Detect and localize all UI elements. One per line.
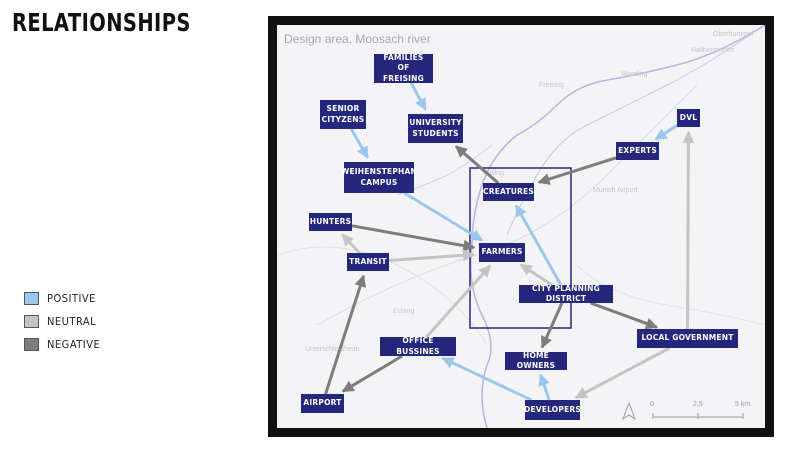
legend-swatch-negative — [24, 338, 39, 351]
node-dvl: DVL — [677, 109, 700, 127]
page-title: RELATIONSHIPS — [12, 8, 191, 37]
node-creatures: CREATURES — [483, 183, 534, 201]
arrow-positive-dvl-to-experts — [654, 124, 678, 141]
node-university-students: UNIVERSITY STUDENTS — [408, 114, 463, 143]
arrow-neutral-city_planning-to-farmers — [519, 263, 553, 287]
legend-swatch-neutral — [24, 315, 39, 328]
arrow-negative-city_planning-to-home_owners — [540, 302, 564, 349]
arrow-neutral-office-to-farmers — [425, 264, 492, 338]
arrow-negative-airport-to-transit — [324, 274, 366, 395]
node-families-of-freising: FAMILIES OF FREISING — [374, 53, 433, 83]
place-label: Eching — [393, 308, 415, 315]
scale-label: 5 km — [735, 401, 751, 408]
map-road — [277, 246, 488, 346]
arrow-positive-developers-to-home_owners — [538, 373, 551, 401]
node-experts: EXPERTS — [616, 142, 659, 160]
place-label: Marzling — [621, 71, 648, 78]
legend-label: POSITIVE — [47, 292, 96, 305]
legend-item-positive: POSITIVE — [24, 287, 100, 310]
arrow-positive-families-to-students — [409, 82, 427, 111]
scale-label: 2,5 — [693, 401, 703, 408]
node-home-owners: HOME OWNERS — [505, 351, 567, 370]
node-weihenstephan-campus: WEIHENSTEPHAN CAMPUS — [341, 162, 417, 193]
map-road — [316, 84, 698, 326]
place-label: Munich Airport — [593, 187, 638, 194]
node-office-bussines: OFFICE BUSSINES — [380, 336, 456, 356]
arrow-positive-city_planning-to-creatures — [514, 204, 563, 286]
node-local-government: LOCAL GOVERNMENT — [637, 329, 738, 348]
arrow-positive-seniors-to-weihenstephan — [349, 128, 369, 159]
scale-label: 0 — [650, 401, 654, 408]
legend-swatch-positive — [24, 292, 39, 305]
scale-bar — [621, 401, 744, 421]
place-label: Unterschleißheim — [305, 346, 360, 353]
map-title: Design area, Moosach river — [284, 32, 431, 46]
legend-label: NEGATIVE — [47, 338, 101, 351]
north-arrow-icon — [621, 401, 637, 421]
arrow-negative-hunters-to-farmers — [351, 224, 476, 252]
arrow-neutral-local_government-to-developers — [574, 346, 671, 399]
place-label: Hallbergmoos — [691, 47, 735, 54]
arrow-positive-developers-to-office — [441, 356, 532, 402]
arrow-negative-office-to-airport — [341, 354, 403, 393]
legend-label: NEUTRAL — [47, 315, 97, 328]
node-airport: AIRPORT — [301, 394, 344, 413]
place-label: Freising — [539, 82, 564, 89]
legend-item-neutral: NEUTRAL — [24, 310, 100, 333]
node-developers: DEVELOPERS — [524, 400, 581, 420]
legend: POSITIVE NEUTRAL NEGATIVE — [24, 287, 100, 356]
arrow-neutral-transit-to-farmers — [388, 249, 476, 263]
place-label: Pulling — [483, 170, 505, 177]
node-farmers: FARMERS — [479, 243, 525, 262]
arrow-negative-city_planning-to-local_government — [590, 301, 658, 330]
node-senior-citizens: SENIOR CITYZENS — [320, 100, 366, 129]
map-river — [470, 25, 765, 428]
arrow-negative-creatures-to-students — [454, 145, 500, 185]
arrow-negative-experts-to-creatures — [537, 156, 617, 185]
node-city-planning-district: CITY PLANNING DISTRICT — [519, 284, 613, 303]
arrow-neutral-local_government-to-dvl — [682, 130, 695, 330]
map-road — [576, 264, 765, 326]
legend-item-negative: NEGATIVE — [24, 333, 100, 356]
node-hunters: HUNTERS — [309, 213, 352, 231]
arrow-positive-weihenstephan-to-farmers — [403, 191, 484, 242]
relationship-arrows — [324, 82, 695, 402]
place-label: Oberhummel — [713, 31, 754, 38]
node-transit: TRANSIT — [347, 253, 389, 271]
arrow-neutral-transit-to-hunters — [341, 233, 361, 255]
